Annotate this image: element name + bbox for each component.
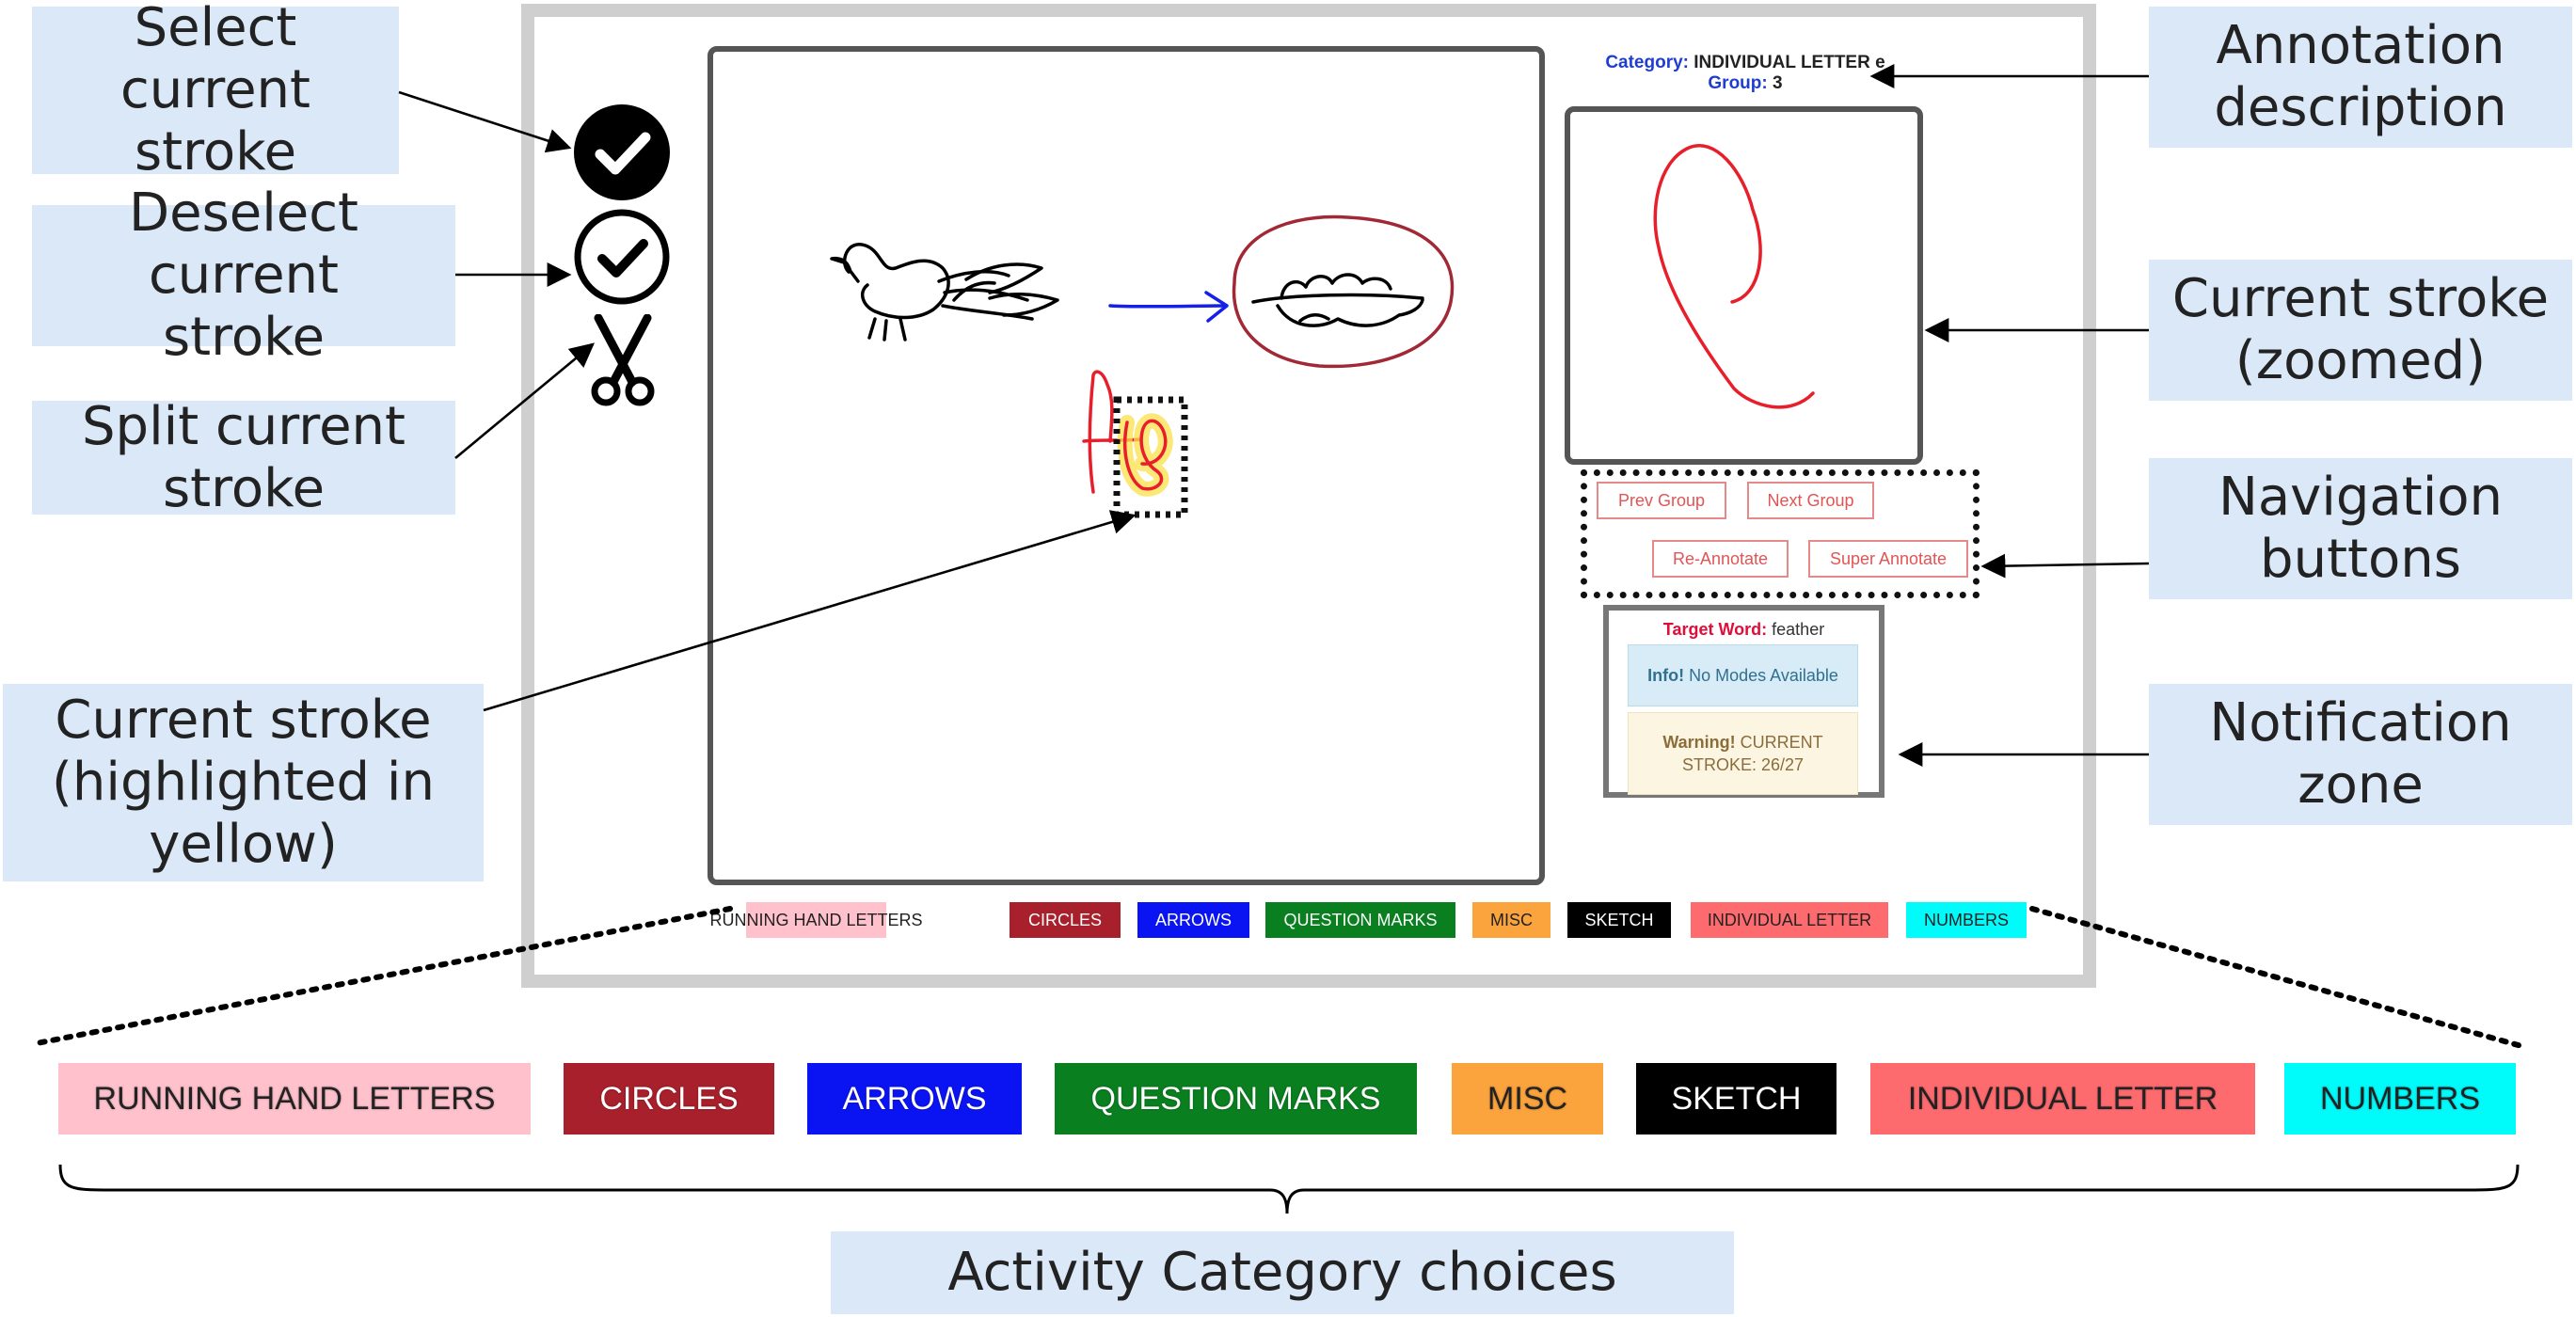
prev-group-button[interactable]: Prev Group xyxy=(1597,482,1726,519)
info-alert: Info! No Modes Available xyxy=(1628,644,1858,706)
scissors-icon[interactable] xyxy=(578,314,668,408)
deselect-stroke-icon[interactable] xyxy=(572,207,672,307)
annotation-description: Category: INDIVIDUAL LETTER e Group: 3 xyxy=(1605,53,1885,93)
callout-annotation-description: Annotation description xyxy=(2149,7,2572,148)
sketch-drawing xyxy=(830,214,1455,518)
warning-alert: Warning! CURRENT STROKE: 26/27 xyxy=(1628,712,1858,795)
category-chip-zoomed-sketch[interactable]: SKETCH xyxy=(1636,1063,1837,1135)
category-chip-circles[interactable]: CIRCLES xyxy=(1010,902,1121,938)
navigation-buttons xyxy=(1581,469,1980,598)
callout-notification-zone: Notification zone xyxy=(2149,684,2572,825)
category-chip-zoomed-running-hand-letters[interactable]: RUNNING HAND LETTERS xyxy=(58,1063,531,1135)
category-chip-zoomed-numbers[interactable]: NUMBERS xyxy=(2284,1063,2516,1135)
category-chip-zoomed-misc[interactable]: MISC xyxy=(1452,1063,1603,1135)
callout-navigation-buttons: Navigation buttons xyxy=(2149,458,2572,599)
current-stroke-selection xyxy=(1113,396,1188,518)
re-annotate-button[interactable]: Re-Annotate xyxy=(1652,540,1789,578)
super-annotate-button[interactable]: Super Annotate xyxy=(1808,540,1968,578)
callout-select-stroke: Select current stroke xyxy=(32,0,399,182)
category-chip-running-hand-letters[interactable]: RUNNING HAND LETTERS xyxy=(709,902,923,938)
category-chip-zoomed-circles[interactable]: CIRCLES xyxy=(564,1063,774,1135)
target-word: Target Word: feather xyxy=(1662,620,1825,639)
zoomed-stroke-view xyxy=(1565,106,1923,465)
category-chip-numbers[interactable]: NUMBERS xyxy=(1906,902,2027,938)
category-chip-individual-letter[interactable]: INDIVIDUAL LETTER xyxy=(1691,902,1888,938)
category-chip-arrows[interactable]: ARROWS xyxy=(1137,902,1249,938)
select-stroke-icon[interactable] xyxy=(572,103,672,202)
callout-split-stroke: Split current stroke xyxy=(32,396,455,519)
callout-current-stroke-highlight: Current stroke (highlighted in yellow) xyxy=(3,684,484,881)
category-chip-zoomed-individual-letter[interactable]: INDIVIDUAL LETTER xyxy=(1870,1063,2255,1135)
notification-zone: Target Word: feather Info! No Modes Avai… xyxy=(1603,605,1884,798)
category-chip-misc[interactable]: MISC xyxy=(1472,902,1550,938)
zoomed-stroke xyxy=(1653,144,1815,409)
callout-deselect-stroke: Deselect current stroke xyxy=(32,182,455,368)
category-chip-sketch[interactable]: SKETCH xyxy=(1567,902,1671,938)
category-chip-zoomed-arrows[interactable]: ARROWS xyxy=(807,1063,1022,1135)
category-chip-question-marks[interactable]: QUESTION MARKS xyxy=(1265,902,1455,938)
callout-activity-category-choices: Activity Category choices xyxy=(831,1231,1734,1314)
next-group-button[interactable]: Next Group xyxy=(1747,482,1874,519)
category-chip-zoomed-question-marks[interactable]: QUESTION MARKS xyxy=(1055,1063,1417,1135)
callout-current-stroke-zoomed: Current stroke (zoomed) xyxy=(2149,260,2572,401)
